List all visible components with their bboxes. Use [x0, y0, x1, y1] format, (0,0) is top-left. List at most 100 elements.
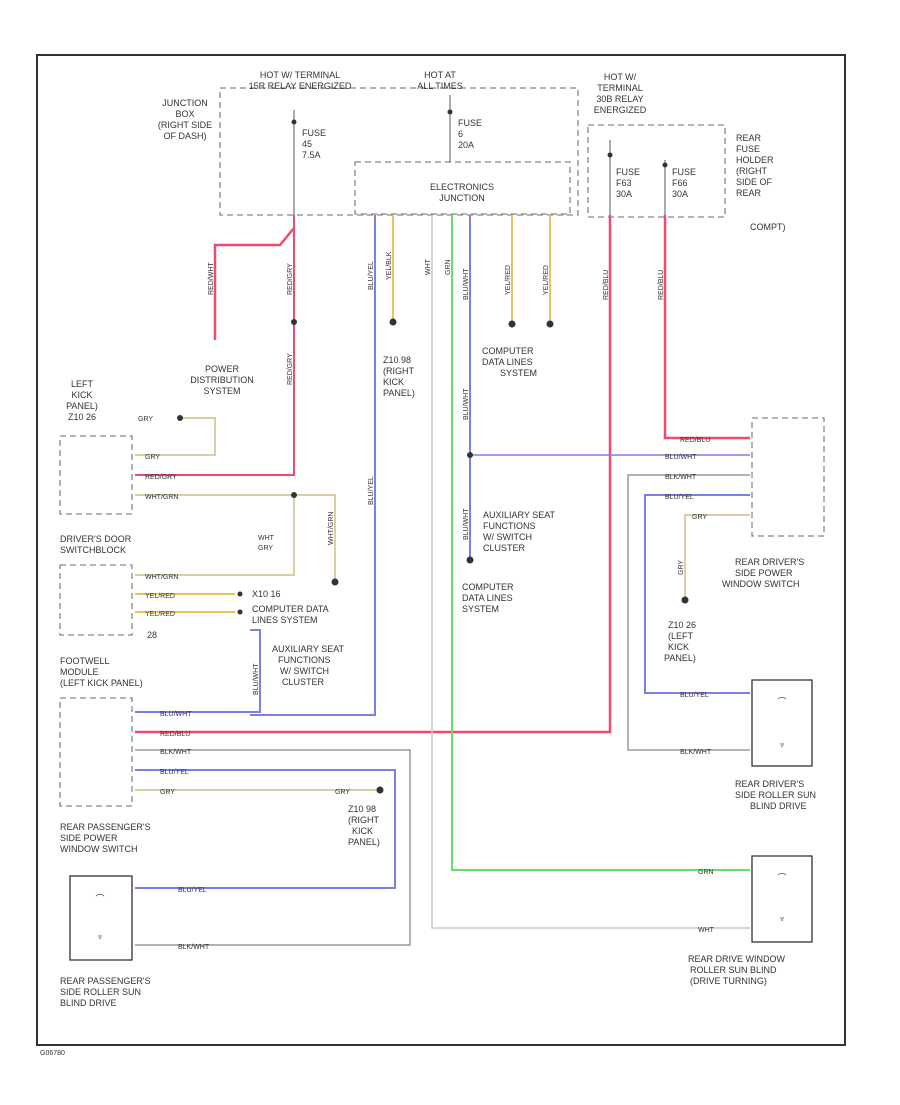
rear-drivers-power-1: REAR DRIVER'S [735, 557, 804, 567]
wire-label-blu-wht-2: BLU/WHT [463, 388, 470, 420]
wire-label-blu-wht-4: BLU/WHT [253, 663, 260, 695]
wire-blue-left [250, 215, 376, 716]
wire-blue-rear-drv [644, 494, 750, 694]
rear-pass-power-1: REAR PASSENGER'S [60, 822, 151, 832]
wire-label-gry-3: GRY [678, 560, 685, 575]
arrow-dot-1 [237, 591, 243, 597]
motor-icon-5: ⌒ [95, 894, 104, 904]
ground-yellow-3 [546, 320, 554, 328]
rear-fuse-label-3: HOLDER [736, 155, 774, 165]
hot-terminal-2b: TERMINAL [597, 83, 643, 93]
left-kick-label-1: LEFT [71, 379, 94, 389]
fuse-c-dot [607, 152, 613, 158]
footwell-module [59, 697, 133, 807]
wire-label-red-blu-2: RED/BLU [658, 270, 665, 300]
fuse-c-label-2: F63 [616, 178, 632, 188]
electronics-junction-label-1: ELECTRONICS [430, 182, 494, 192]
left-kick-label-3: PANEL) [66, 401, 98, 411]
rear-drivers-roller-1: REAR DRIVER'S [735, 779, 804, 789]
aux-seat-left-2: FUNCTIONS [278, 655, 331, 665]
wire-label-gry-5: GRY [335, 789, 350, 796]
wire-label-blu-wht-5: BLU/WHT [160, 711, 192, 718]
rear-drivers-power-3: WINDOW SWITCH [722, 579, 799, 589]
drivers-door-label-1: DRIVER'S DOOR [60, 534, 132, 544]
hot-at-all-times-2: ALL TIMES [417, 81, 463, 91]
ground-tan-door [331, 578, 339, 586]
fuse-b-dot [447, 109, 453, 115]
fuse-a-dot [291, 119, 297, 125]
aux-seat-left-4: CLUSTER [282, 677, 325, 687]
fuse-a-label-1: FUSE [302, 128, 326, 138]
aux-seat-mid-1: AUXILIARY SEAT [483, 510, 556, 520]
wire-gray-rear-drv [627, 474, 750, 751]
wire-label-blk-wht-3: BLK/WHT [665, 474, 697, 481]
aux-seat-mid-3: W/ SWITCH [483, 532, 532, 542]
wire-label-red-gry-2: RED/GRY [287, 353, 294, 385]
hot-terminal-1b: 15R RELAY ENERGIZED [249, 81, 352, 91]
aux-seat-mid-4: CLUSTER [483, 543, 526, 553]
junction-box-label-1: JUNCTION [162, 98, 208, 108]
footer-code: G06780 [40, 1050, 65, 1057]
wire-label-blk-wht-4: BLK/WHT [680, 749, 712, 756]
hot-at-all-times-1: HOT AT [424, 70, 456, 80]
wire-label-grn-1: GRN [445, 259, 452, 275]
wire-label-red-blu-1: RED/BLU [603, 270, 610, 300]
fuse-a-label-2: 45 [302, 139, 312, 149]
rear-fuse-label-2: FUSE [736, 144, 760, 154]
wire-label-red-wht-1: RED/WHT [208, 262, 215, 295]
rear-pass-roller-2: SIDE ROLLER SUN [60, 987, 141, 997]
rear-fuse-label-6: REAR [736, 188, 762, 198]
pin-28: 28 [147, 630, 157, 640]
wire-label-grn-2: GRN [698, 869, 714, 876]
wire-label-blk-wht-2: BLK/WHT [178, 944, 210, 951]
wire-tan-doorblock-2 [135, 495, 295, 576]
ground-blue-mid [466, 556, 474, 564]
right-kick-a-label-3: KICK [383, 377, 404, 387]
hot-terminal-2d: ENERGIZED [594, 105, 647, 115]
left-kick-b-3: KICK [668, 642, 689, 652]
hot-terminal-2: HOT W/ [604, 72, 637, 82]
power-dist-label-3: SYSTEM [203, 386, 240, 396]
wire-label-gry-4: GRY [160, 789, 175, 796]
wire-label-wht-1: WHT [425, 258, 432, 275]
wire-tan-rear-drv [684, 514, 750, 598]
wire-label-blu-wht-1: BLU/WHT [463, 268, 470, 300]
wire-label-red-gry-3: RED/GRY [145, 474, 177, 481]
rear-window-roller-2: ROLLER SUN BLIND [690, 965, 777, 975]
motor-icon-2: ♆ [779, 740, 786, 750]
motor-icon-6: ♆ [97, 932, 104, 942]
hot-terminal-2c: 30B RELAY [596, 94, 643, 104]
electronics-junction-label-2: JUNCTION [439, 193, 485, 203]
diagram-frame [36, 54, 846, 1046]
left-kick-b-1: Z10 26 [668, 620, 696, 630]
computer-data-mid-1: COMPUTER DATA [252, 604, 329, 614]
wire-label-blu-yel-4: BLU/YEL [178, 887, 207, 894]
wire-label-red-blu-4: RED/BLU [680, 437, 710, 444]
wire-green [451, 215, 750, 871]
wire-label-blu-yel-3: BLU/YEL [160, 769, 189, 776]
junction-box-label-2: BOX [175, 109, 194, 119]
wire-label-blu-yel-5: BLU/YEL [665, 494, 694, 501]
rear-pass-roller-3: BLIND DRIVE [60, 998, 117, 1008]
right-kick-b-1: Z10 98 [348, 804, 376, 814]
footwell-label-3: (LEFT KICK PANEL) [60, 678, 143, 688]
drivers-door-label-2: SWITCHBLOCK [60, 545, 126, 555]
fuse-a-label-3: 7.5A [302, 150, 321, 160]
wire-label-yel-red-1: YEL/RED [505, 265, 512, 295]
wire-label-blu-yel-2: BLU/YEL [368, 476, 375, 505]
wire-label-yel-red-4: YEL/RED [145, 611, 175, 618]
wire-label-red-gry-1: RED/GRY [287, 263, 294, 295]
rear-pass-power-2: SIDE POWER [60, 833, 118, 843]
splice-red-1 [291, 319, 297, 325]
wire-label-gry-2: GRY [145, 454, 160, 461]
motor-icon-1: ⌒ [777, 697, 786, 707]
rear-drivers-power-2: SIDE POWER [735, 568, 793, 578]
junction-box-label-3: (RIGHT SIDE [158, 120, 212, 130]
aux-seat-mid-2: FUNCTIONS [483, 521, 536, 531]
rear-fuse-holder-box [587, 124, 726, 218]
rear-pass-power-3: WINDOW SWITCH [60, 844, 137, 854]
computer-data-low-2: DATA LINES [462, 593, 513, 603]
rear-window-roller-sun-blind [751, 855, 813, 943]
wire-label-yel-blk-1: YEL/BLK [386, 251, 393, 280]
